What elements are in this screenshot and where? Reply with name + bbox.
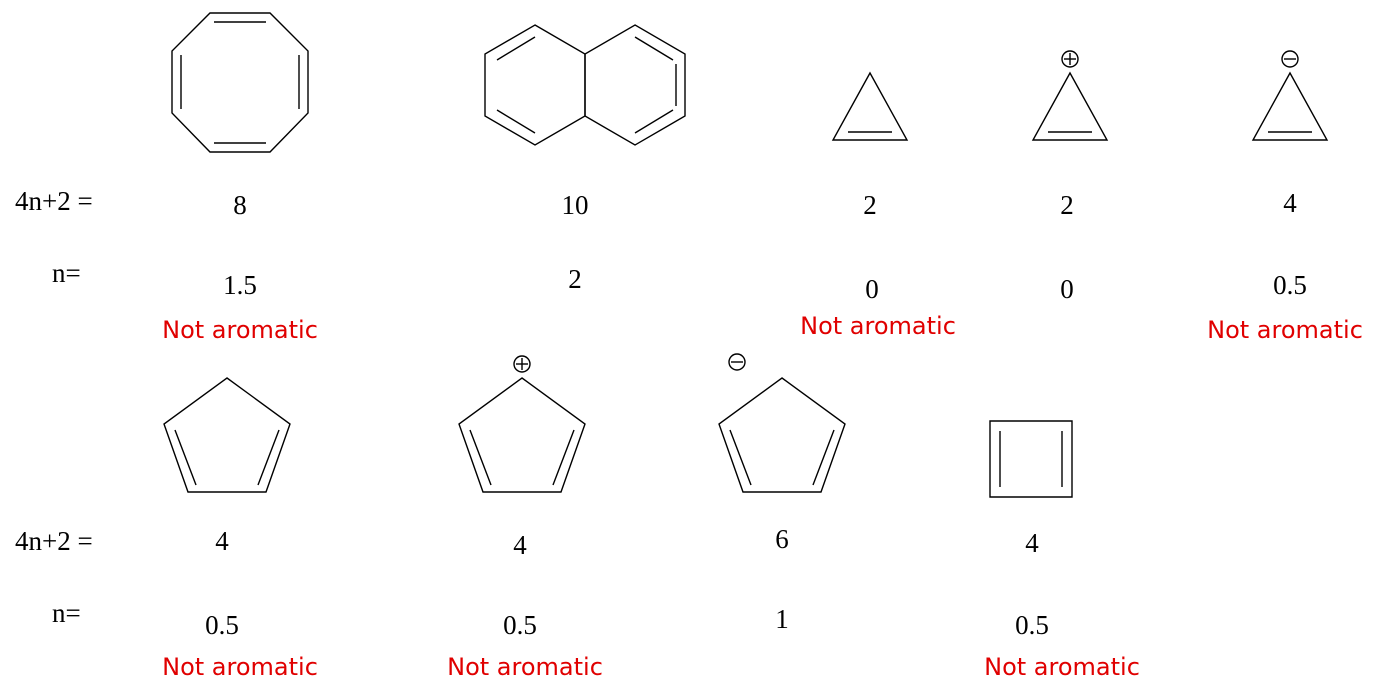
electrons-cyclopentadiene: 4: [215, 526, 229, 556]
electrons-cyclopropene: 2: [863, 190, 877, 220]
row1-formula-label: 4n+2 =: [15, 186, 93, 216]
structure-naphthalene: [484, 24, 686, 146]
row2-formula-label: 4n+2 =: [15, 526, 93, 556]
n-cyclopropenyl-anion: 0.5: [1273, 270, 1307, 300]
row1-n-label: n=: [52, 258, 81, 288]
n-cyclopentadienyl-cation: 0.5: [503, 610, 537, 640]
electrons-cyclopropenyl-anion: 4: [1283, 188, 1297, 218]
electrons-cyclobutadiene: 4: [1025, 528, 1039, 558]
structure-cyclopentadiene: [163, 377, 291, 493]
verdict-cyclopentadiene: Not aromatic: [162, 653, 318, 681]
structure-cyclopentadienyl-cation: [458, 355, 586, 493]
n-cyclopropene: 0: [865, 274, 879, 304]
negative-charge-icon: [1281, 50, 1299, 68]
electrons-naphthalene: 10: [561, 190, 589, 220]
n-cyclobutadiene: 0.5: [1015, 610, 1049, 640]
verdict-cyclopropenyl-anion: Not aromatic: [1207, 316, 1363, 344]
structure-cyclooctatetraene: [171, 12, 309, 153]
verdict-cyclopropene: Not aromatic: [800, 312, 956, 340]
structure-cyclopentadienyl-anion: [718, 353, 846, 493]
positive-charge-icon: [1061, 50, 1079, 68]
electrons-cyclopropenyl-cation: 2: [1060, 190, 1074, 220]
n-cyclopropenyl-cation: 0: [1060, 274, 1074, 304]
electrons-cyclooctatetraene: 8: [233, 190, 247, 220]
structure-cyclobutadiene: [989, 420, 1073, 498]
structure-cyclopropenyl-cation: [1031, 50, 1109, 141]
structure-cyclopropene: [831, 71, 909, 141]
row2-n-label: n=: [52, 598, 81, 628]
n-naphthalene: 2: [568, 264, 582, 294]
electrons-cyclopentadienyl-cation: 4: [513, 530, 527, 560]
electrons-cyclopentadienyl-anion: 6: [775, 524, 789, 554]
structure-cyclopropenyl-anion: [1251, 50, 1329, 141]
verdict-cyclooctatetraene: Not aromatic: [162, 316, 318, 344]
n-cyclooctatetraene: 1.5: [223, 270, 257, 300]
positive-charge-icon: [513, 355, 531, 373]
verdict-cyclobutadiene: Not aromatic: [984, 653, 1140, 681]
n-cyclopentadiene: 0.5: [205, 610, 239, 640]
negative-charge-icon: [728, 353, 746, 371]
n-cyclopentadienyl-anion: 1: [775, 604, 789, 634]
verdict-cyclopentadienyl-cation: Not aromatic: [447, 653, 603, 681]
